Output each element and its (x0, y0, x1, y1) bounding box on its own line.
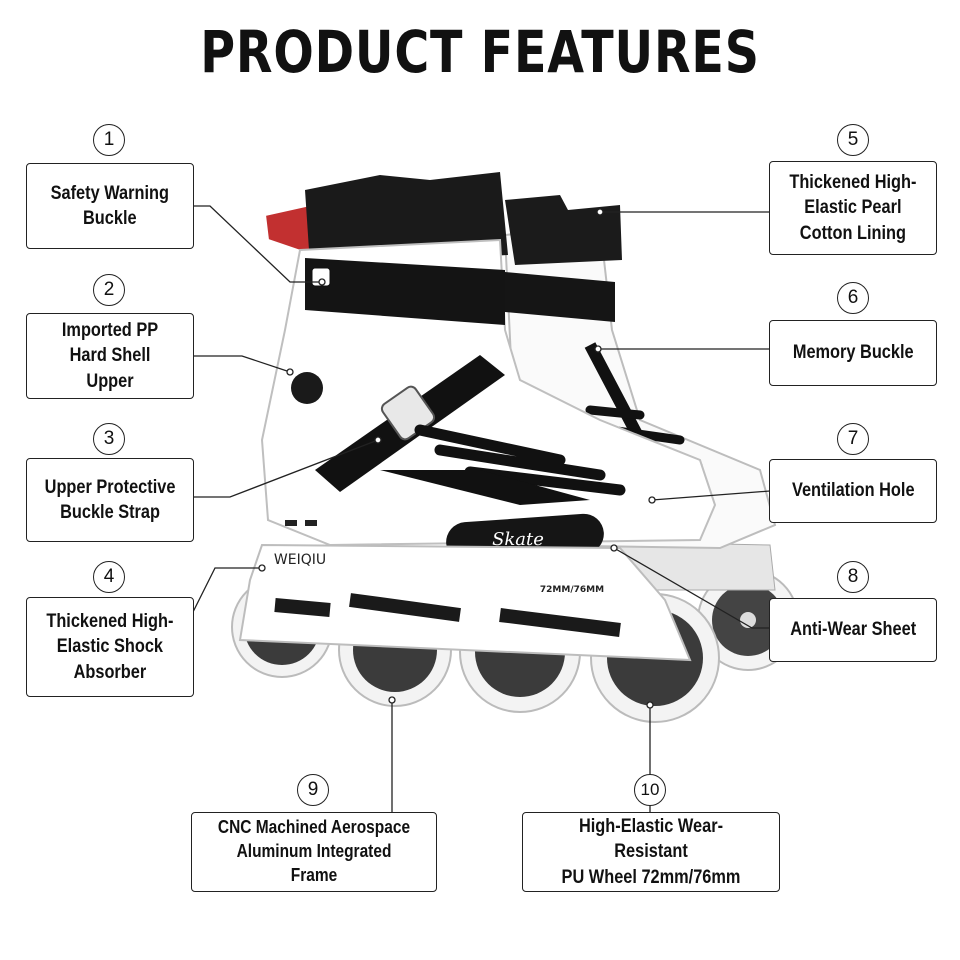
feature-4-label: Thickened High- Elastic Shock Absorber (46, 611, 174, 683)
feature-7-label: Ventilation Hole (791, 480, 915, 502)
frame-graphics (274, 593, 621, 637)
feature-2-label-box: Imported PP Hard Shell Upper (26, 313, 194, 399)
leader-4 (192, 567, 262, 613)
vent-hole (285, 520, 297, 526)
feature-6-label-box: Memory Buckle (769, 320, 937, 386)
front-skate: Skate (260, 172, 717, 563)
feature-9-label: CNC Machined Aerospace Aluminum Integrat… (217, 817, 411, 885)
feature-6-label: Memory Buckle (792, 342, 914, 364)
feature-8-label: Anti-Wear Sheet (790, 619, 916, 641)
feature-1-label: Safety Warning Buckle (50, 182, 170, 229)
feature-3-label-box: Upper Protective Buckle Strap (26, 458, 194, 542)
feature-7-label-box: Ventilation Hole (769, 459, 937, 523)
leader-6-dot (594, 345, 602, 353)
leader-8 (613, 547, 770, 629)
feature-10-number: 10 (634, 774, 666, 806)
leader-5-dot (596, 208, 604, 216)
leader-7-dot (648, 496, 656, 504)
feature-6-number: 6 (837, 282, 869, 314)
feature-4-number: 4 (93, 561, 125, 593)
front-boot-shell (260, 238, 717, 547)
leader-8-dot (610, 544, 618, 552)
back-strap (505, 272, 615, 322)
leader-2 (193, 355, 291, 373)
leader-7 (651, 490, 771, 501)
feature-2-label: Imported PP Hard Shell Upper (61, 320, 159, 392)
leader-1 (193, 205, 322, 283)
plate-text: Skate (492, 529, 544, 550)
ankle-pivot (291, 372, 323, 404)
feature-2-number: 2 (93, 274, 125, 306)
leader-2-dot (286, 368, 294, 376)
leader-3-dot (374, 436, 382, 444)
feature-8-label-box: Anti-Wear Sheet (769, 598, 937, 662)
feature-9-number: 9 (297, 774, 329, 806)
feature-3-number: 3 (93, 423, 125, 455)
feature-3-label: Upper Protective Buckle Strap (44, 476, 176, 523)
leader-4-dot (258, 564, 266, 572)
feature-10-label: High-Elastic Wear-Resistant PU Wheel 72m… (561, 816, 741, 888)
feature-10-label-box: High-Elastic Wear-Resistant PU Wheel 72m… (522, 812, 780, 892)
back-liner (505, 195, 622, 265)
brand-text: WEIQIU (274, 552, 326, 568)
frame-size-text: 72MM/76MM (540, 585, 604, 595)
feature-5-number: 5 (837, 124, 869, 156)
page-title: PRODUCT FEATURES (200, 18, 760, 86)
vent-hole (305, 520, 317, 526)
front-top-strap (305, 258, 505, 325)
leader-10-dot (646, 701, 654, 709)
feature-1-label-box: Safety Warning Buckle (26, 163, 194, 249)
front-frame-wheels: WEIQIU 72MM/76MM (231, 543, 720, 723)
feature-7-number: 7 (837, 423, 869, 455)
feature-5-label: Thickened High- Elastic Pearl Cotton Lin… (789, 172, 917, 244)
feature-1-number: 1 (93, 124, 125, 156)
feature-5-label-box: Thickened High- Elastic Pearl Cotton Lin… (769, 161, 937, 255)
leader-9-dot (388, 696, 396, 704)
leader-3 (193, 439, 379, 498)
feature-9-label-box: CNC Machined Aerospace Aluminum Integrat… (191, 812, 437, 892)
leader-1-dot (318, 278, 326, 286)
side-accent (380, 470, 590, 505)
feature-8-number: 8 (837, 561, 869, 593)
feature-4-label-box: Thickened High- Elastic Shock Absorber (26, 597, 194, 697)
